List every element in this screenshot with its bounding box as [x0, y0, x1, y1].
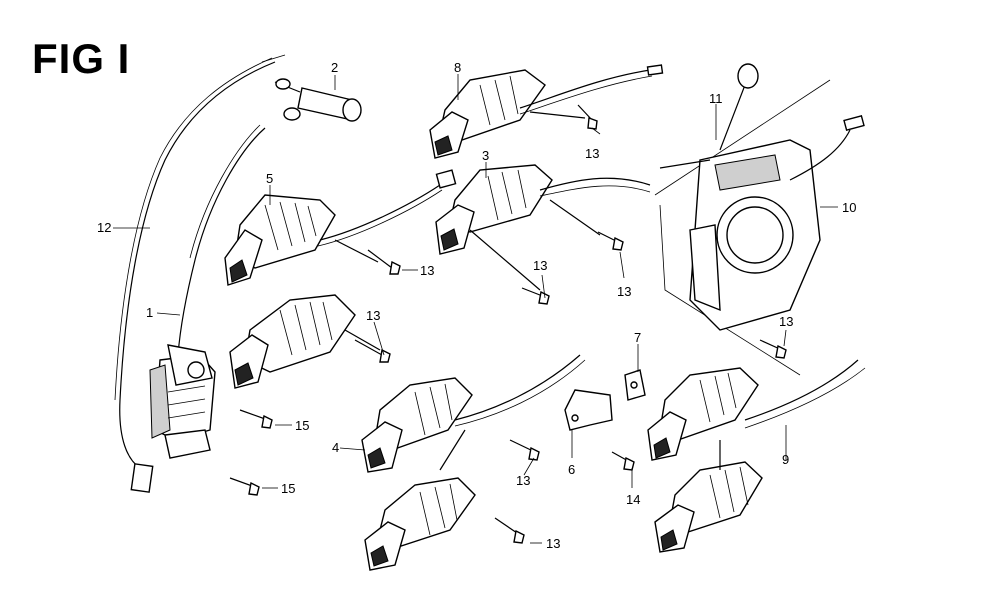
callout-part-10: 10 [842, 200, 856, 215]
callout-part-2: 2 [331, 60, 338, 75]
callout-part-5: 5 [266, 171, 273, 186]
callout-bolt-13: 13 [585, 146, 599, 161]
part-4-coil [361, 354, 586, 473]
callout-part-3: 3 [482, 148, 489, 163]
callout-part-1: 1 [146, 305, 153, 320]
callout-part-7: 7 [634, 330, 641, 345]
part-1-ignition-coil [149, 124, 266, 459]
callout-bolt-13: 13 [779, 314, 793, 329]
part-3-lighting-coil [435, 164, 651, 291]
callout-bolt-15: 15 [295, 418, 309, 433]
callout-part-4: 4 [332, 440, 339, 455]
figure-title: FIG I [32, 35, 131, 82]
part-2-plug-cap [274, 78, 362, 122]
part-12-high-tension-cable [114, 54, 286, 493]
coil-bottom-middle [364, 477, 476, 571]
callout-bolt-15: 15 [281, 481, 295, 496]
callout-part-11: 11 [709, 91, 723, 106]
callout-bolt-13: 13 [533, 258, 547, 273]
callout-bolt-13: 13 [420, 263, 434, 278]
callout-bolt-13: 13 [617, 284, 631, 299]
callout-part-9: 9 [782, 452, 789, 467]
part-8-charge-coil [429, 64, 664, 159]
part-5-exciter-coil [224, 169, 457, 286]
callout-part-12: 12 [97, 220, 111, 235]
part-7-plate [624, 369, 646, 401]
callout-bolt-14: 14 [626, 492, 640, 507]
part-10-stator-assembly [654, 63, 865, 376]
callout-bolt-13: 13 [516, 473, 530, 488]
part-9-coil-pair [647, 359, 866, 553]
callout-part-8: 8 [454, 60, 461, 75]
coil-lower-left [229, 294, 381, 389]
callout-part-6: 6 [568, 462, 575, 477]
callout-bolt-13: 13 [546, 536, 560, 551]
part-6-bracket [564, 389, 613, 431]
callout-labels: 2 8 3 5 12 1 4 6 7 11 10 9 13 13 13 13 1… [97, 60, 856, 551]
leader-lines [113, 74, 838, 544]
callout-bolt-13: 13 [366, 308, 380, 323]
